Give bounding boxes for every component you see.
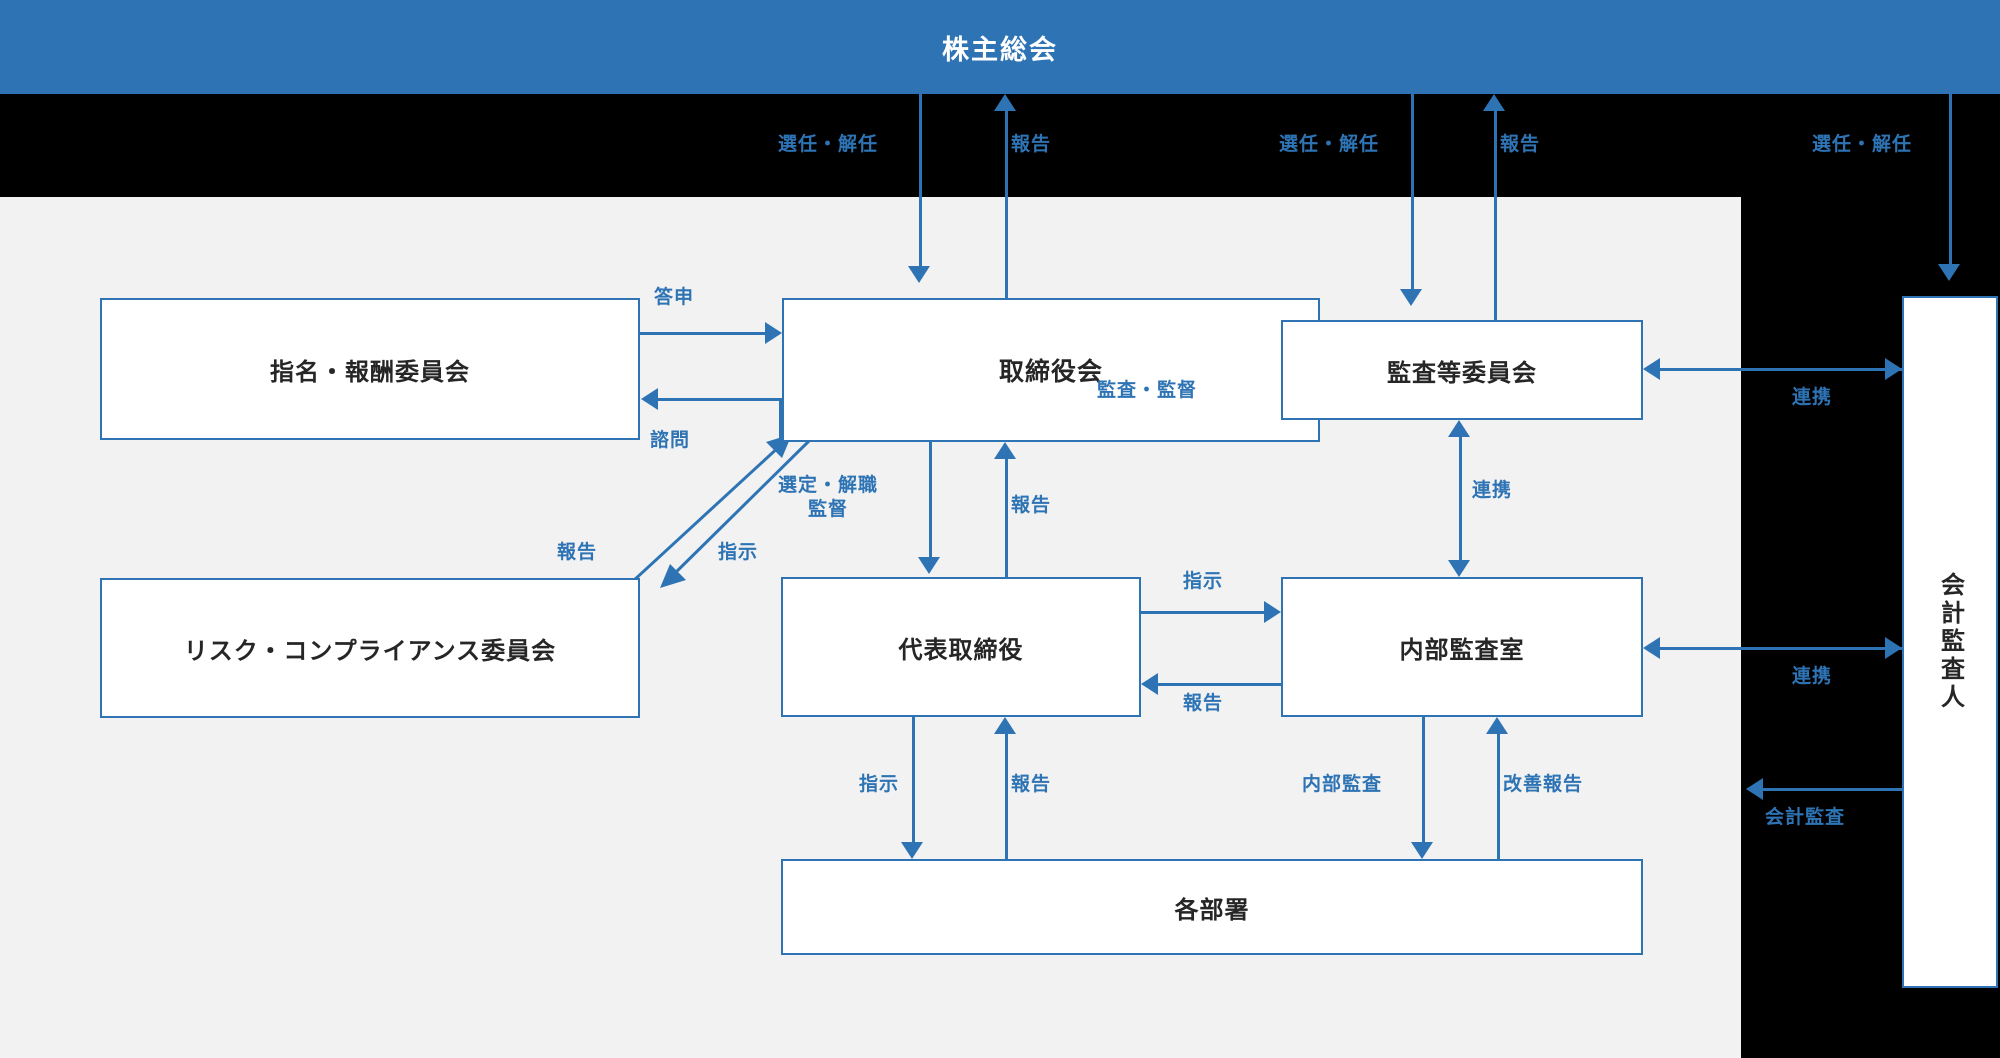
label-report-auditcmt-to-meeting: 報告 xyxy=(1500,134,1541,155)
line-accountant-auditcmt xyxy=(1660,368,1902,371)
arrowhead-meeting-to-auditcmt xyxy=(1400,289,1422,306)
label-instruction-rep-to-dept: 指示 xyxy=(859,774,900,795)
label-cooperation-auditcmt-internal: 連携 xyxy=(1472,480,1513,501)
arrowhead-auditcmt-internal-up xyxy=(1448,420,1470,437)
line-dept-to-internal xyxy=(1497,734,1500,859)
line-consultation-stub xyxy=(779,398,782,443)
node-representative-director[interactable]: 代表取締役 xyxy=(781,577,1141,717)
line-dept-to-rep xyxy=(1005,734,1008,859)
node-board-of-directors[interactable]: 取締役会 xyxy=(782,298,1320,442)
label-instruction-board-to-risk: 指示 xyxy=(718,542,759,563)
label-accounting-audit: 会計監査 xyxy=(1765,807,1846,828)
arrowhead-meeting-to-accountant xyxy=(1938,264,1960,281)
label-report-board-to-meeting: 報告 xyxy=(1011,134,1052,155)
arrowhead-internal-to-rep xyxy=(1141,673,1158,695)
arrowhead-auditcmt-to-meeting xyxy=(1483,94,1505,111)
arrowhead-auditcmt-to-accountant xyxy=(1885,358,1902,380)
label-appoint-dismiss-accountant: 選任・解任 xyxy=(1812,134,1913,155)
arrowhead-auditcmt-internal-down xyxy=(1448,560,1470,577)
label-report-dept-to-rep: 報告 xyxy=(1011,774,1052,795)
arrowhead-rep-to-internal xyxy=(1264,601,1281,623)
label-cooperation-internal-accountant: 連携 xyxy=(1792,666,1833,687)
arrowhead-accounting-audit xyxy=(1746,778,1763,800)
node-risk-compliance-committee[interactable]: リスク・コンプライアンス委員会 xyxy=(100,578,640,718)
black-band xyxy=(0,94,2000,197)
line-board-to-meeting xyxy=(1005,111,1008,298)
arrowhead-consultation xyxy=(641,388,658,410)
label-improvement-report: 改善報告 xyxy=(1503,774,1584,795)
line-meeting-to-auditcmt xyxy=(1411,94,1414,289)
line-rep-to-internal xyxy=(1141,611,1264,614)
label-instruction-rep-to-internal: 指示 xyxy=(1183,571,1224,592)
node-nomination-committee[interactable]: 指名・報酬委員会 xyxy=(100,298,640,440)
arrowhead-internal-to-accountant xyxy=(1885,637,1902,659)
label-report-rep-to-board: 報告 xyxy=(1011,495,1052,516)
line-auditcmt-to-meeting xyxy=(1494,111,1497,320)
label-audit-supervise: 監査・監督 xyxy=(1097,380,1198,401)
arrowhead-dept-to-internal xyxy=(1486,717,1508,734)
line-meeting-to-board xyxy=(919,94,922,266)
line-accounting-audit xyxy=(1763,788,1902,791)
diagonal-instruction-board-to-risk xyxy=(652,432,832,592)
arrowhead-rep-to-dept xyxy=(901,842,923,859)
arrowhead-board-to-rep xyxy=(918,557,940,574)
line-board-to-rep xyxy=(929,442,932,557)
arrowhead-rep-to-board xyxy=(994,442,1016,459)
shareholders-meeting-header: 株主総会 xyxy=(0,0,2000,94)
label-report-risk-to-board: 報告 xyxy=(557,542,598,563)
arrowhead-accountant-to-auditcmt xyxy=(1643,358,1660,380)
line-recommendation xyxy=(640,332,765,335)
arrowhead-meeting-to-board xyxy=(908,266,930,283)
label-internal-audit: 内部監査 xyxy=(1302,774,1383,795)
label-consultation: 諮問 xyxy=(650,430,691,451)
arrowhead-dept-to-rep xyxy=(994,717,1016,734)
node-audit-committee[interactable]: 監査等委員会 xyxy=(1281,320,1643,420)
line-auditcmt-internal xyxy=(1459,437,1462,560)
label-select-dismiss-supervise: 選定・解職 監督 xyxy=(778,474,878,522)
label-recommendation: 答申 xyxy=(654,287,695,308)
line-internal-to-rep xyxy=(1158,683,1281,686)
line-internal-to-dept xyxy=(1422,717,1425,842)
line-consultation xyxy=(658,398,782,401)
line-accountant-internal xyxy=(1660,647,1902,650)
node-accounting-auditor[interactable]: 会計監査人 xyxy=(1902,296,1998,988)
node-departments[interactable]: 各部署 xyxy=(781,859,1643,955)
label-cooperation-auditcmt-accountant: 連携 xyxy=(1792,387,1833,408)
node-internal-audit-office[interactable]: 内部監査室 xyxy=(1281,577,1643,717)
line-rep-to-dept xyxy=(912,717,915,842)
line-rep-to-board xyxy=(1005,459,1008,577)
label-select-dismiss-line2: 監督 xyxy=(808,498,849,520)
label-report-internal-to-rep: 報告 xyxy=(1183,693,1224,714)
label-select-dismiss-line1: 選定・解職 xyxy=(778,475,879,496)
arrowhead-internal-to-dept xyxy=(1411,842,1433,859)
label-appoint-dismiss-board: 選任・解任 xyxy=(778,134,879,155)
arrowhead-recommendation xyxy=(765,322,782,344)
arrowhead-board-to-meeting xyxy=(994,94,1016,111)
line-meeting-to-accountant xyxy=(1949,94,1952,264)
label-appoint-dismiss-auditcmt: 選任・解任 xyxy=(1279,134,1380,155)
page-title: 株主総会 xyxy=(942,34,1058,65)
arrowhead-accountant-to-internal xyxy=(1643,637,1660,659)
